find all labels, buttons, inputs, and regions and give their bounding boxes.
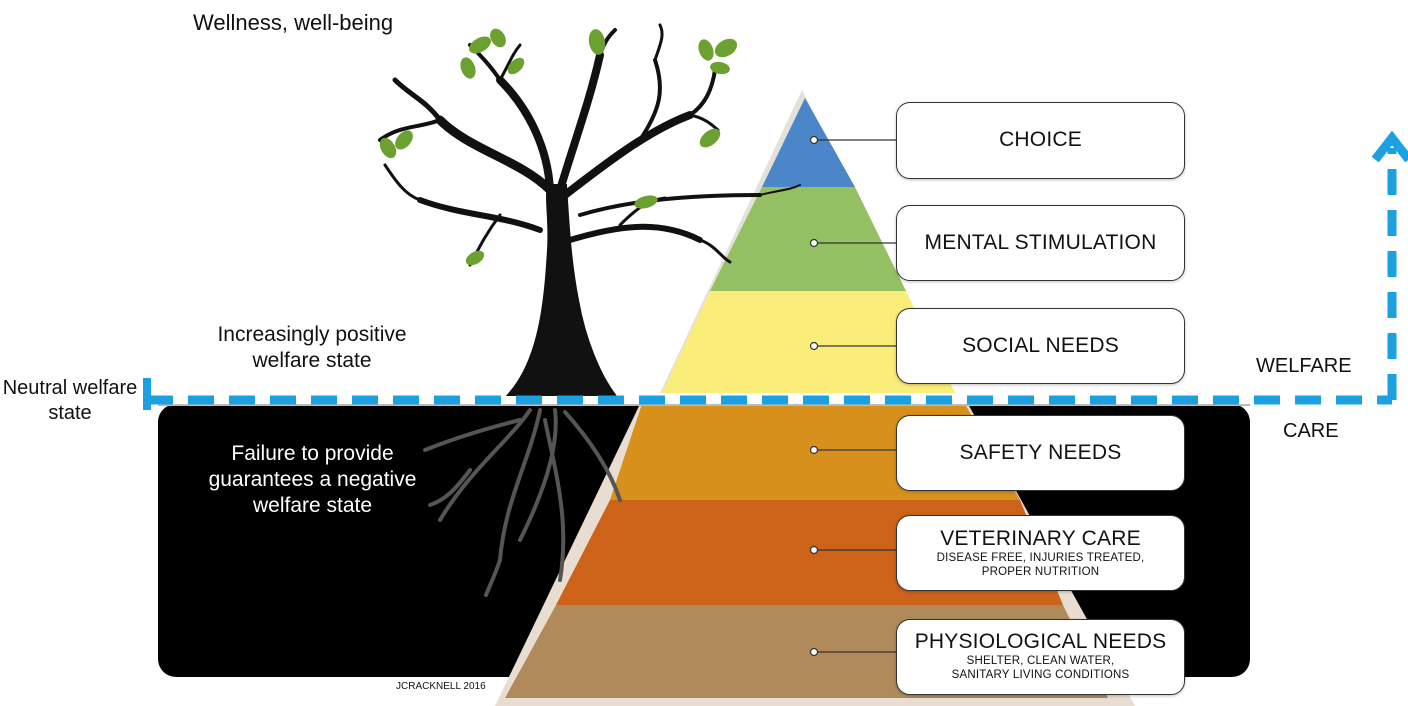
- leaf: [507, 57, 525, 75]
- leaf: [490, 28, 506, 48]
- level-mental-label: MENTAL STIMULATION: [924, 231, 1157, 254]
- tree-leaves: [379, 28, 738, 266]
- neutral-welfare-label: Neutral welfare state: [2, 377, 138, 424]
- level-social-box: SOCIAL NEEDS: [896, 308, 1185, 384]
- level-social-label: SOCIAL NEEDS: [962, 334, 1119, 357]
- level-safety-label: SAFETY NEEDS: [959, 441, 1122, 464]
- level-vet-label: VETERINARY CARE: [940, 527, 1141, 550]
- level-mental-band: [710, 187, 906, 291]
- level-choice-band: [762, 98, 855, 187]
- level-safety-box: SAFETY NEEDS: [896, 415, 1185, 491]
- leaf: [699, 128, 721, 148]
- level-social-band: [662, 291, 955, 393]
- care-label: CARE: [1283, 420, 1339, 442]
- leaf: [460, 57, 476, 79]
- level-phys-detail-1: SHELTER, CLEAN WATER,: [966, 655, 1115, 667]
- leaf: [714, 38, 738, 58]
- positive-welfare-label: Increasingly positive welfare state: [217, 323, 407, 372]
- tree-trunk: [505, 184, 617, 396]
- leaf: [634, 195, 658, 209]
- welfare-threshold: [143, 130, 1408, 410]
- level-vet-detail-1: DISEASE FREE, INJURIES TREATED,: [936, 552, 1145, 564]
- level-choice-box: CHOICE: [896, 102, 1185, 179]
- tree-illustration: [378, 23, 801, 396]
- leaf: [710, 61, 730, 75]
- leaf: [588, 29, 606, 55]
- leaf: [395, 130, 413, 150]
- welfare-label: WELFARE: [1256, 355, 1352, 377]
- tree-roots: [423, 408, 622, 597]
- level-vet-detail-2: PROPER NUTRITION: [981, 566, 1100, 578]
- arrow-head-icon: [1371, 130, 1408, 163]
- pyramid-welfare: [660, 90, 955, 393]
- leaf: [465, 250, 485, 266]
- leaf: [469, 36, 491, 54]
- credit-label: JCRACKNELL 2016: [396, 681, 486, 692]
- leaf: [698, 39, 714, 61]
- level-phys-box: PHYSIOLOGICAL NEEDS SHELTER, CLEAN WATER…: [896, 619, 1185, 695]
- level-mental-box: MENTAL STIMULATION: [896, 205, 1185, 281]
- level-connectors: [809, 135, 896, 657]
- level-phys-detail-2: SANITARY LIVING CONDITIONS: [951, 669, 1130, 681]
- level-choice-label: CHOICE: [999, 128, 1082, 151]
- negative-welfare-label: Failure to provide guarantees a negative…: [208, 442, 417, 517]
- level-vet-box: VETERINARY CARE DISEASE FREE, INJURIES T…: [896, 515, 1185, 591]
- leaf: [379, 137, 397, 159]
- wellness-label: Wellness, well-being: [193, 10, 394, 35]
- level-phys-label: PHYSIOLOGICAL NEEDS: [914, 630, 1167, 653]
